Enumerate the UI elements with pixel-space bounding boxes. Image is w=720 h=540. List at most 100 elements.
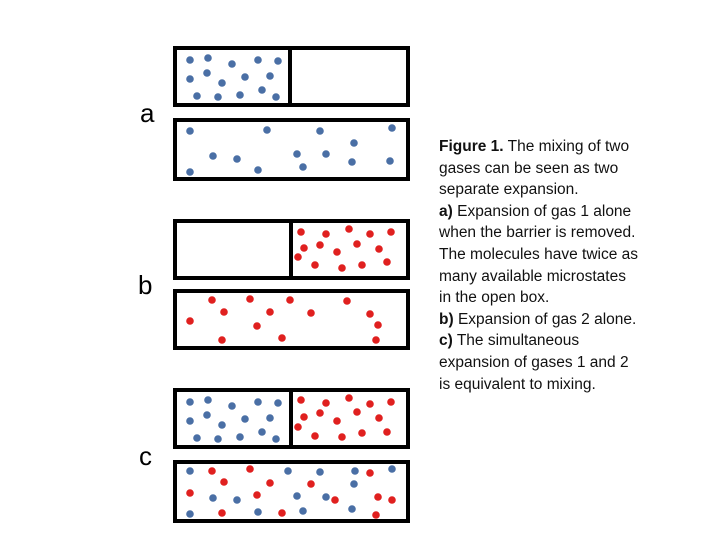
gas1-molecule <box>254 508 262 516</box>
gas1-molecule <box>254 398 262 406</box>
caption-a-text: Expansion of gas 1 alone when the barrie… <box>439 202 639 307</box>
gas2-molecule <box>253 322 261 330</box>
gas2-molecule <box>208 296 216 304</box>
gas2-molecule <box>218 509 226 517</box>
gas1-molecule <box>348 505 356 513</box>
gas1-molecule <box>322 150 330 158</box>
gas2-molecule <box>266 479 274 487</box>
gas1-molecule <box>299 163 307 171</box>
gas1-molecule <box>204 54 212 62</box>
gas1-molecule <box>203 69 211 77</box>
gas1-molecule <box>218 79 226 87</box>
panel-b <box>173 219 410 350</box>
gas1-molecule <box>274 57 282 65</box>
gas2-molecule <box>353 240 361 248</box>
gas1-molecule <box>204 396 212 404</box>
gas2-molecule <box>278 509 286 517</box>
gas1-molecule <box>186 56 194 64</box>
gas1-molecule <box>186 168 194 176</box>
gas2-molecule <box>343 297 351 305</box>
gas1-molecule <box>272 93 280 101</box>
gas1-molecule <box>350 139 358 147</box>
gas1-molecule <box>350 480 358 488</box>
gas2-molecule <box>345 225 353 233</box>
gas1-molecule <box>263 126 271 134</box>
gas2-molecule <box>278 334 286 342</box>
gas1-molecule <box>186 127 194 135</box>
gas2-molecule <box>220 478 228 486</box>
gas1-molecule <box>214 435 222 443</box>
gas2-molecule <box>333 248 341 256</box>
gas2-molecule <box>374 321 382 329</box>
gas1-molecule <box>284 467 292 475</box>
gas1-molecule <box>254 166 262 174</box>
gas1-molecule <box>233 155 241 163</box>
gas2-molecule <box>246 295 254 303</box>
gas1-molecule <box>351 467 359 475</box>
gas1-molecule <box>299 507 307 515</box>
panel-label-c: c <box>139 441 152 471</box>
gas1-molecule <box>236 433 244 441</box>
gas1-molecule <box>316 468 324 476</box>
caption-c-key: c) <box>439 332 453 350</box>
gas1-molecule <box>193 434 201 442</box>
gas1-molecule <box>316 127 324 135</box>
gas2-molecule <box>358 261 366 269</box>
gas1-molecule <box>274 399 282 407</box>
gas2-molecule <box>366 230 374 238</box>
gas2-molecule <box>366 400 374 408</box>
gas1-molecule <box>254 56 262 64</box>
gas1-molecule <box>218 421 226 429</box>
gas2-molecule <box>375 245 383 253</box>
gas2-molecule <box>388 496 396 504</box>
panel-a-after-box <box>173 118 410 181</box>
gas1-molecule <box>186 417 194 425</box>
gas2-molecule <box>186 317 194 325</box>
gas2-molecule <box>307 480 315 488</box>
gas1-molecule <box>266 414 274 422</box>
gas2-molecule <box>246 465 254 473</box>
gas2-molecule <box>387 398 395 406</box>
panel-a-before-molecules <box>186 54 282 101</box>
gas2-molecule <box>294 423 302 431</box>
gas2-molecule <box>372 336 380 344</box>
gas2-molecule <box>374 493 382 501</box>
gas2-molecule <box>333 417 341 425</box>
gas2-molecule <box>218 336 226 344</box>
gas2-molecule <box>286 296 294 304</box>
caption-c-text: The simultaneous expansion of gases 1 an… <box>439 332 629 393</box>
gas2-molecule <box>345 394 353 402</box>
gas2-molecule <box>297 396 305 404</box>
gas2-molecule <box>387 228 395 236</box>
gas2-molecule <box>383 258 391 266</box>
panel-a-after-molecules <box>186 124 396 176</box>
gas2-molecule <box>220 308 228 316</box>
gas1-molecule <box>293 492 301 500</box>
gas2-molecule <box>372 511 380 519</box>
caption-title: Figure 1. <box>439 138 504 155</box>
gas1-molecule <box>241 73 249 81</box>
gas1-molecule <box>258 86 266 94</box>
gas2-molecule <box>322 230 330 238</box>
gas2-molecule <box>353 408 361 416</box>
caption-b-key: b) <box>439 310 454 328</box>
panel-c-before-molecules <box>186 394 395 443</box>
gas2-molecule <box>366 310 374 318</box>
gas1-molecule <box>258 428 266 436</box>
panel-label-a: a <box>140 98 155 128</box>
gas1-molecule <box>386 157 394 165</box>
gas2-molecule <box>300 413 308 421</box>
gas2-molecule <box>297 228 305 236</box>
gas2-molecule <box>300 244 308 252</box>
gas1-molecule <box>236 91 244 99</box>
gas2-molecule <box>358 429 366 437</box>
panel-b-before-molecules <box>294 225 395 272</box>
gas1-molecule <box>228 402 236 410</box>
gas2-molecule <box>383 428 391 436</box>
gas2-molecule <box>294 253 302 261</box>
gas2-molecule <box>253 491 261 499</box>
gas2-molecule <box>375 414 383 422</box>
gas1-molecule <box>209 494 217 502</box>
gas2-molecule <box>316 409 324 417</box>
